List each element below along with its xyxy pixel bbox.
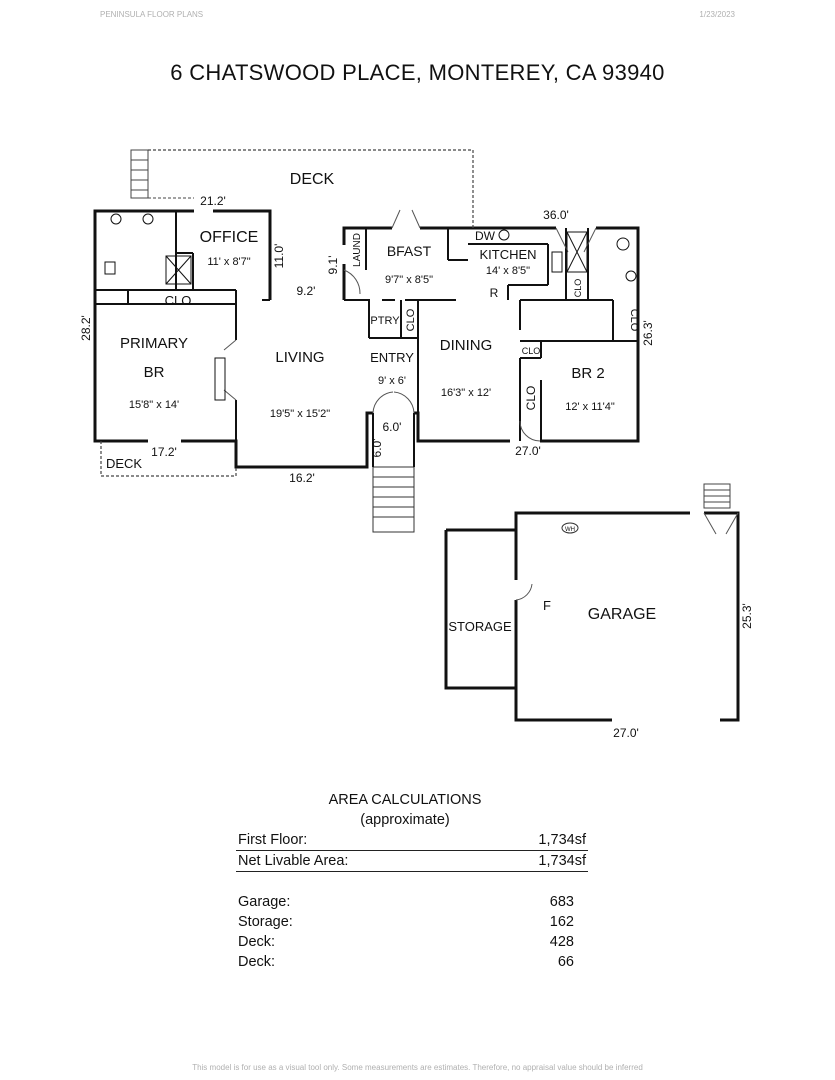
right-closet-label: CLO <box>628 309 640 332</box>
entry-label: ENTRY <box>370 350 414 365</box>
area-row-deck: Deck: 428 <box>236 932 588 952</box>
shower-symbol <box>165 255 192 285</box>
office-label: OFFICE <box>200 229 259 246</box>
fridge-symbol <box>566 231 588 273</box>
dim-36-0: 36.0' <box>543 208 569 222</box>
furnace-label: F <box>543 598 551 613</box>
area-row-label: Deck: <box>238 954 276 970</box>
area-row-first-floor: First Floor: 1,734sf <box>236 830 588 851</box>
range-symbol-2 <box>625 270 637 282</box>
garage-label: GARAGE <box>588 606 656 623</box>
deck-stairs <box>130 149 149 199</box>
dim-28-2: 28.2' <box>79 315 93 341</box>
range-label: R <box>490 286 499 300</box>
dim-9-1: 9.1' <box>326 256 340 275</box>
deck-top-outline <box>148 149 474 228</box>
br2-closet-label: CLO <box>524 386 538 411</box>
br2-label: BR 2 <box>571 365 604 382</box>
dim-27-0-garage: 27.0' <box>613 726 639 740</box>
water-heater-symbol <box>561 522 579 534</box>
floor-plan: DECK OFFICE BFAST KITCHEN PRIMARY BR LIV… <box>79 149 754 740</box>
sink-symbol <box>110 213 122 225</box>
dim-6-0-vertical: 6.0' <box>370 439 384 458</box>
disclaimer-footer: This model is for use as a visual tool o… <box>192 1063 643 1072</box>
area-row-label: Garage: <box>238 894 291 910</box>
area-row-label: First Floor: <box>238 832 308 848</box>
area-row-value: 1,734sf <box>538 832 586 848</box>
dishwasher-symbol <box>498 229 510 241</box>
exterior-walls <box>93 209 640 469</box>
dim-25-3: 25.3' <box>740 603 754 629</box>
entry-stairs <box>372 466 415 533</box>
living-label: LIVING <box>275 349 324 366</box>
office-dims: 11' x 8'7" <box>207 256 250 268</box>
kitchen-dims: 14' x 8'5" <box>486 265 530 277</box>
area-row-storage: Storage: 162 <box>236 912 588 932</box>
company-header: PENINSULA FLOOR PLANS <box>100 10 204 19</box>
laundry-label: LAUND <box>352 233 363 267</box>
primary-closet-label: CLO <box>165 293 192 308</box>
area-row-garage: Garage: 683 <box>236 892 588 912</box>
dim-9-2: 9.2' <box>297 284 316 298</box>
dim-17-2: 17.2' <box>151 445 177 459</box>
area-row-value: 1,734sf <box>538 853 586 869</box>
dim-6-0-horizontal: 6.0' <box>383 420 402 434</box>
living-dims: 19'5" x 15'2" <box>270 408 330 420</box>
br2-dims: 12' x 11'4" <box>565 401 615 413</box>
garage-walls <box>444 511 740 722</box>
kitchen-closet-label: CLO <box>573 279 583 298</box>
dining-dims: 16'3" x 12' <box>441 387 491 399</box>
pantry-closet-label: CLO <box>405 308 417 331</box>
entry-dims: 9' x 6' <box>378 375 406 387</box>
closet-small-label: CLO <box>522 346 541 356</box>
primary-label-1: PRIMARY <box>120 335 188 352</box>
area-row-label: Storage: <box>238 914 293 930</box>
dim-26-3: 26.3' <box>641 320 655 346</box>
area-row-label: Deck: <box>238 934 276 950</box>
interior-walls <box>95 211 638 441</box>
storage-label: STORAGE <box>448 619 512 634</box>
deck-small-outline <box>100 441 237 477</box>
area-row-value: 683 <box>549 894 574 910</box>
deck-small-label: DECK <box>106 456 142 471</box>
area-row-net-livable: Net Livable Area: 1,734sf <box>236 851 588 872</box>
primary-closet-door <box>214 357 226 401</box>
area-row-value: 162 <box>549 914 574 930</box>
range-symbol <box>616 237 630 251</box>
stove-symbol <box>551 251 563 273</box>
bfast-dims: 9'7" x 8'5" <box>385 274 433 286</box>
dim-27-0-house: 27.0' <box>515 444 541 458</box>
toilet-symbol <box>104 261 116 275</box>
pantry-label: PTRY <box>370 315 400 327</box>
dw-label: DW <box>475 229 496 243</box>
kitchen-label: KITCHEN <box>479 247 536 262</box>
area-row-label: Net Livable Area: <box>238 853 349 869</box>
area-title: AREA CALCULATIONS <box>328 792 482 808</box>
dim-11-0: 11.0' <box>272 244 286 269</box>
primary-dims: 15'8" x 14' <box>129 399 179 411</box>
area-row-value: 428 <box>549 934 574 950</box>
page-title: 6 CHATSWOOD PLACE, MONTEREY, CA 93940 <box>170 60 665 85</box>
area-row-deck-2: Deck: 66 <box>236 952 588 972</box>
area-row-value: 66 <box>557 954 574 970</box>
area-subtitle: (approximate) <box>360 812 450 828</box>
primary-label-2: BR <box>144 364 165 381</box>
dim-21-2: 21.2' <box>200 194 226 208</box>
water-heater-label: WH <box>565 527 575 533</box>
area-calculations: AREA CALCULATIONS (approximate) First Fl… <box>236 790 588 972</box>
sink-symbol-2 <box>142 213 154 225</box>
deck-top-label: DECK <box>290 171 335 188</box>
dim-16-2: 16.2' <box>289 471 315 485</box>
date-header: 1/23/2023 <box>699 10 735 19</box>
dining-label: DINING <box>440 337 493 354</box>
bfast-label: BFAST <box>387 243 432 259</box>
door-swings <box>223 209 597 442</box>
